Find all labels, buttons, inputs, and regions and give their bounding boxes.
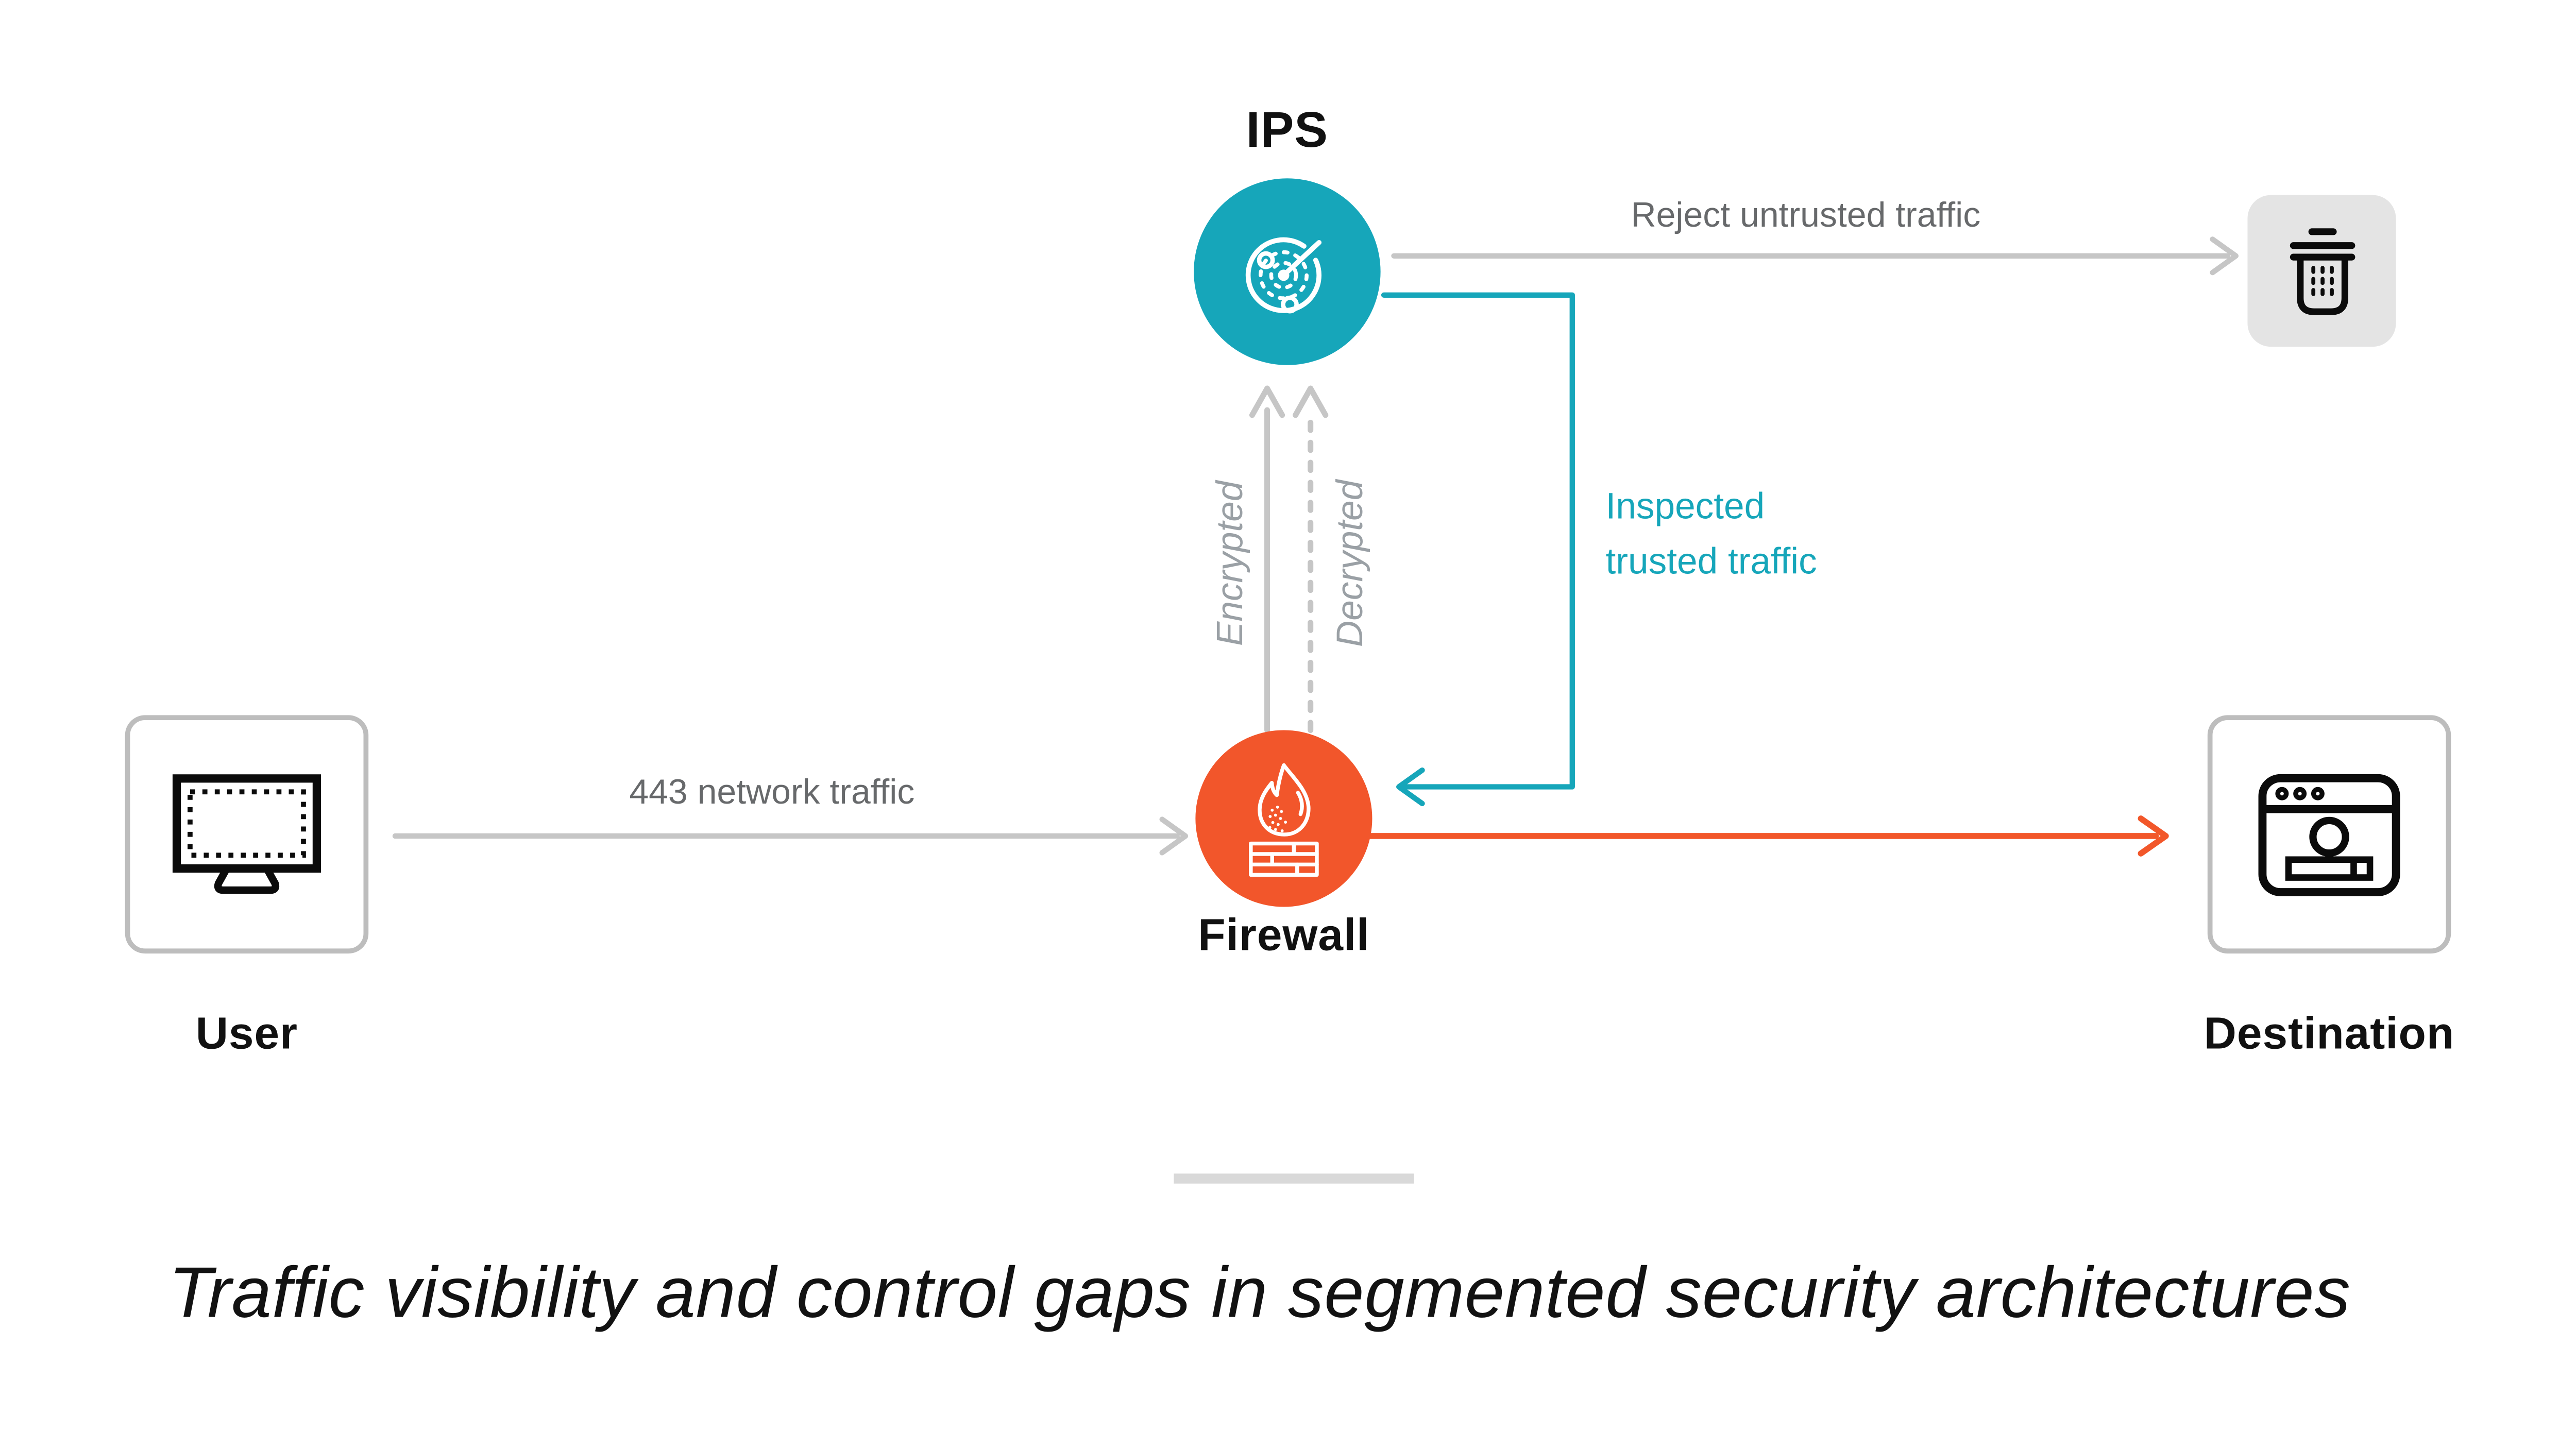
edge-label-443-network-traffic: 443 network traffic bbox=[629, 773, 915, 812]
edge-firewall-to-ips-decrypted bbox=[1293, 385, 1329, 733]
divider-line bbox=[1174, 1173, 1414, 1184]
edge-label-reject-untrusted-traffic: Reject untrusted traffic bbox=[1631, 196, 1981, 235]
browser-window-icon bbox=[2258, 773, 2400, 896]
user-node-label: User bbox=[195, 1008, 298, 1059]
edge-label-decrypted: Decrypted bbox=[1329, 480, 1371, 647]
diagram-caption: Traffic visibility and control gaps in s… bbox=[168, 1253, 2351, 1334]
edge-user-to-firewall bbox=[392, 816, 1189, 856]
radar-icon bbox=[1245, 237, 1322, 314]
arrowhead-right-icon bbox=[1159, 816, 1189, 856]
edge-label-encrypted: Encrypted bbox=[1209, 481, 1251, 646]
arrowhead-right-icon bbox=[2210, 236, 2239, 276]
destination-node bbox=[2207, 715, 2451, 954]
arrowhead-up-icon bbox=[1293, 385, 1329, 418]
edge-inspected-path bbox=[1381, 292, 1575, 790]
arrowhead-right-icon bbox=[2138, 815, 2169, 857]
edge-firewall-to-ips-encrypted bbox=[1249, 385, 1285, 733]
firewall-node-label: Firewall bbox=[1198, 910, 1370, 961]
flame-speckles bbox=[1268, 806, 1287, 832]
firewall-flame-icon bbox=[1249, 763, 1319, 877]
firewall-node bbox=[1195, 730, 1372, 907]
user-node bbox=[125, 715, 369, 954]
monitor-icon bbox=[172, 773, 321, 893]
edge-label-inspected-trusted-traffic: Inspected trusted traffic bbox=[1605, 485, 1817, 582]
arrowhead-left-icon bbox=[1396, 767, 1425, 807]
edge-ips-to-firewall-inspected bbox=[1381, 292, 1575, 807]
trash-icon bbox=[2289, 227, 2354, 315]
destination-node-label: Destination bbox=[2204, 1008, 2455, 1059]
ips-node-label: IPS bbox=[1246, 103, 1329, 159]
arrowhead-up-icon bbox=[1249, 385, 1285, 418]
ips-node bbox=[1194, 178, 1381, 365]
edge-ips-to-trash bbox=[1391, 236, 2239, 276]
edge-firewall-to-destination bbox=[1367, 815, 2169, 857]
trash-node bbox=[2247, 195, 2396, 347]
